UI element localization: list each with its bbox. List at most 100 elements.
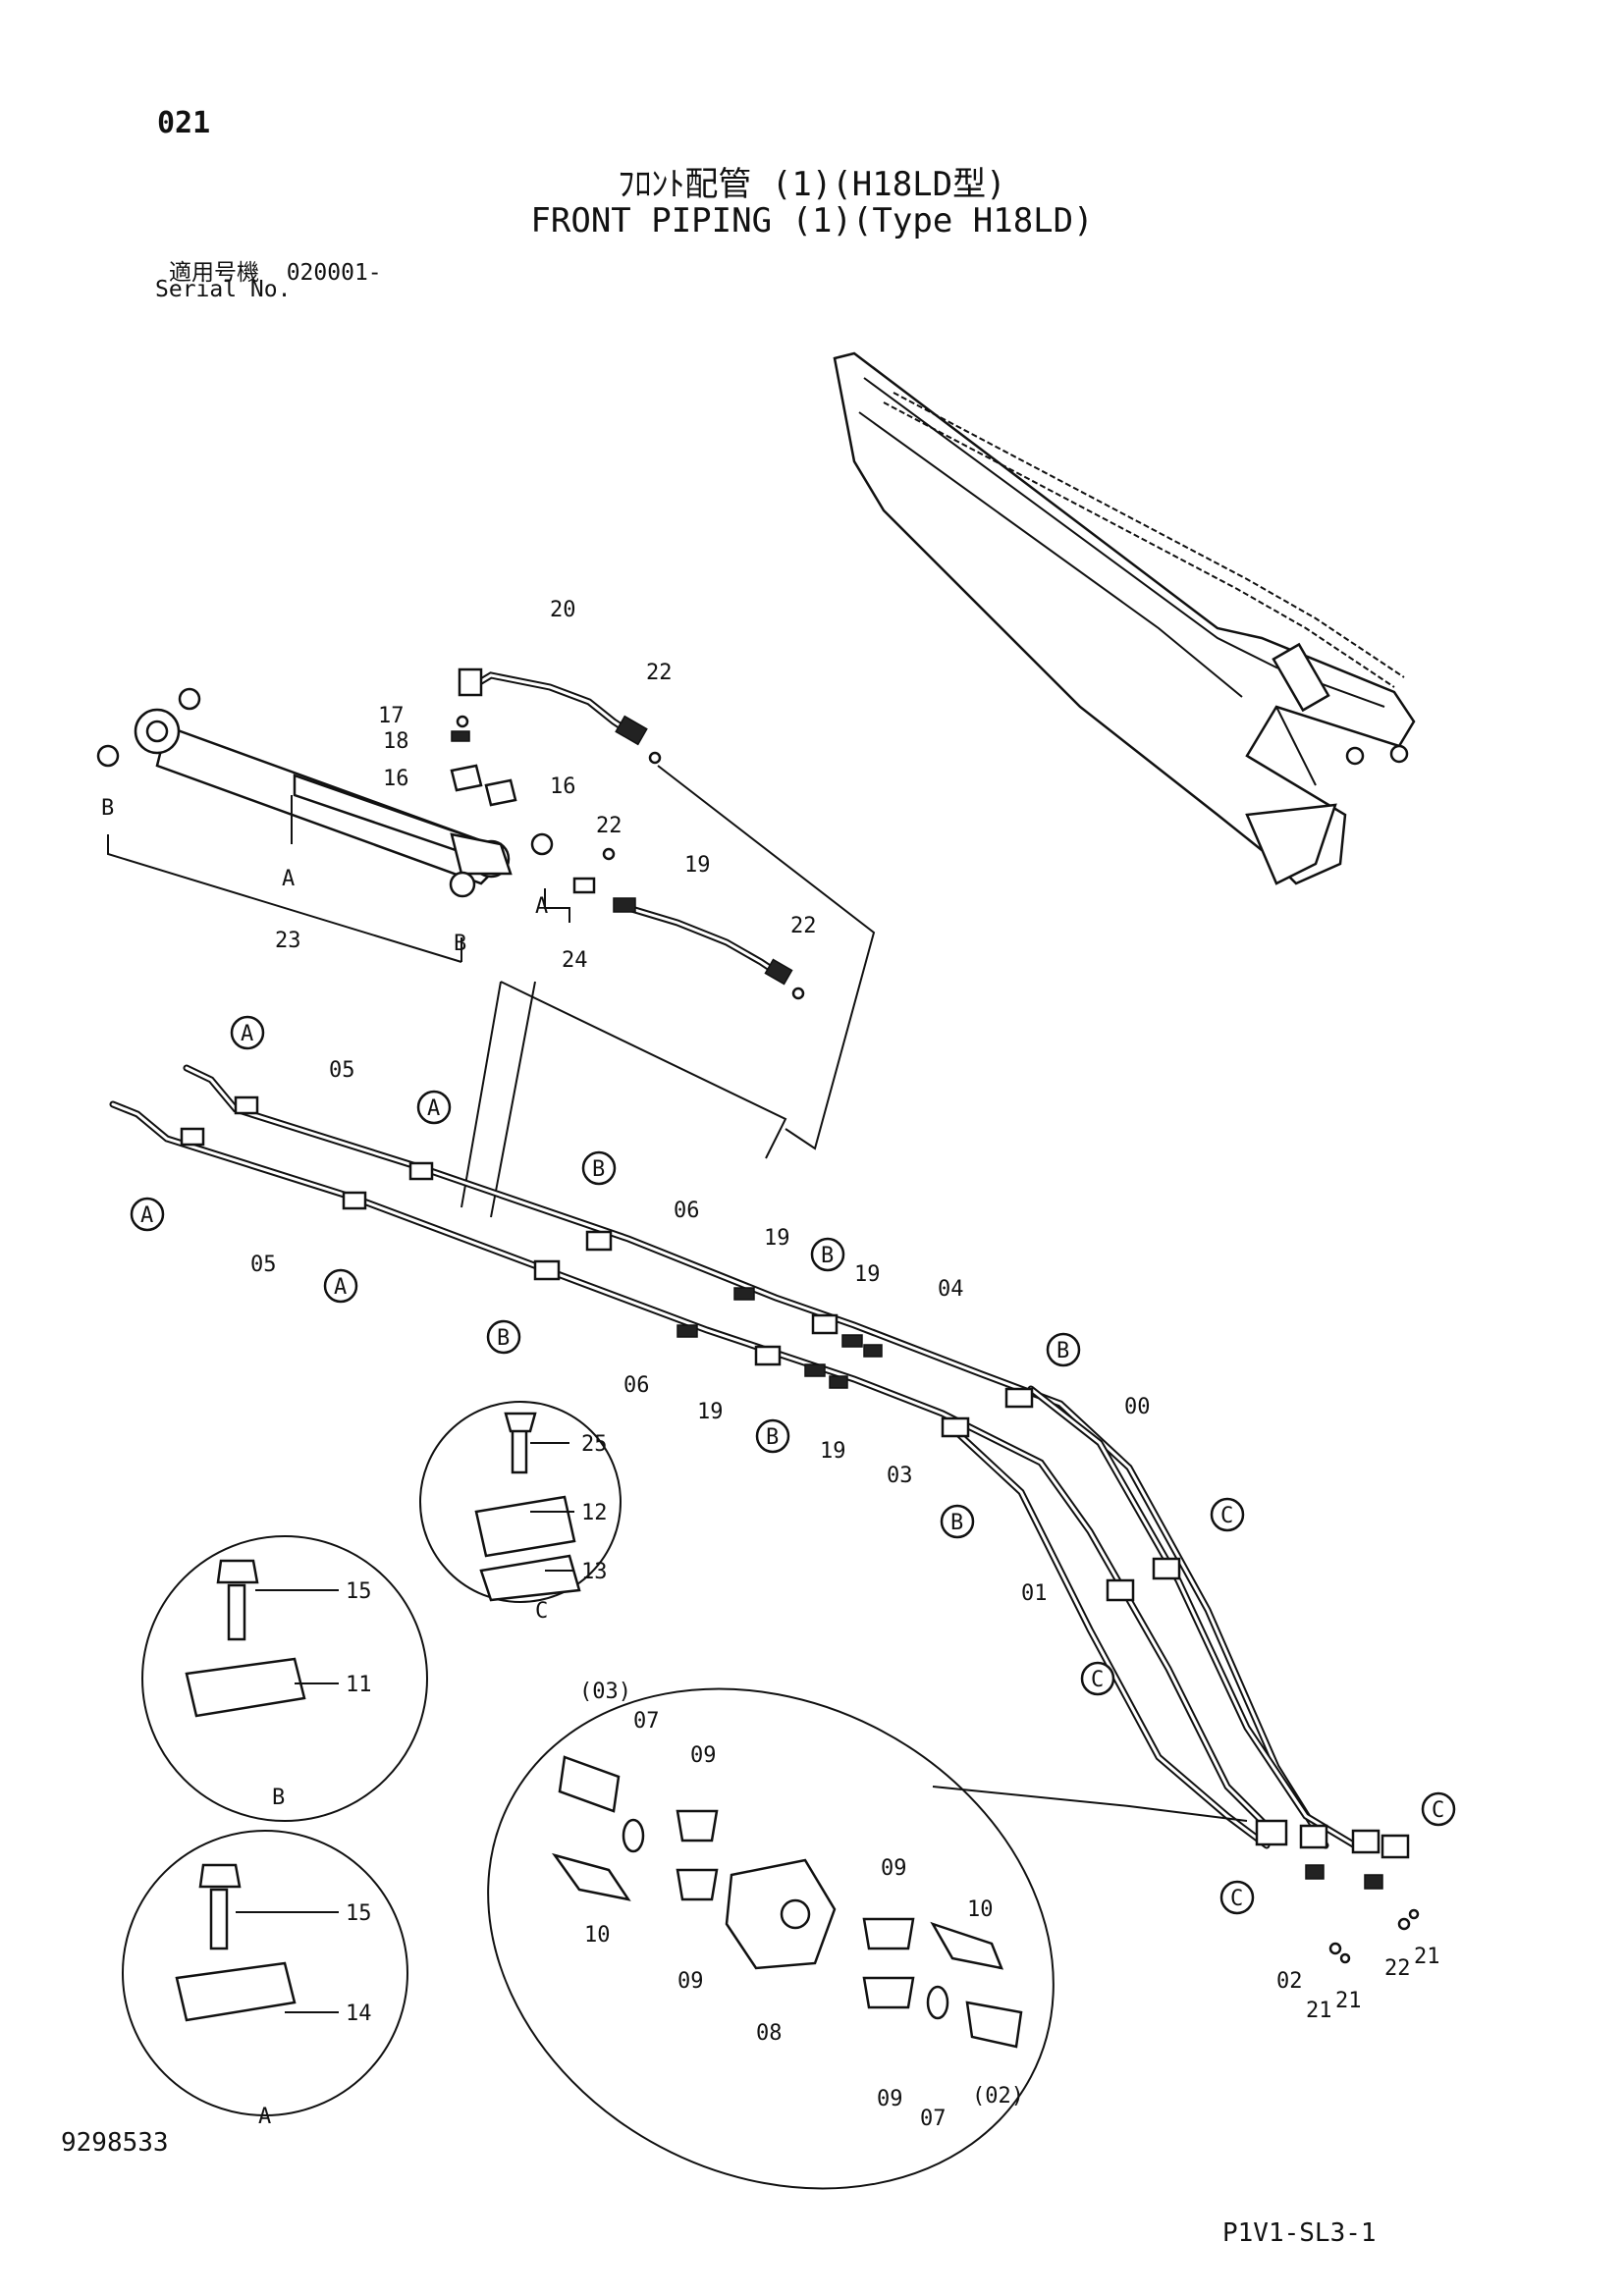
callout-01: 01: [1021, 1581, 1048, 1606]
serial-value: 020001-: [286, 260, 382, 286]
callout-25: 25: [581, 1432, 608, 1457]
label-a-detail: A: [258, 2105, 271, 2129]
marker-a-4: A: [323, 1268, 358, 1304]
callout-labels: 20 22 17 18 16 16 22 19 22 23 24 05 05 0…: [250, 598, 1440, 2131]
callout-02-paren: (02): [972, 2084, 1024, 2109]
callout-21-b: 21: [1335, 1989, 1362, 2013]
label-b-2: B: [454, 932, 466, 956]
detail-c: [419, 1401, 622, 1603]
marker-b-4: B: [755, 1418, 790, 1454]
callout-23: 23: [275, 929, 301, 953]
marker-b-2: B: [486, 1319, 521, 1355]
callout-09-b: 09: [677, 1969, 704, 1994]
callout-04: 04: [938, 1277, 964, 1302]
page-number: 021: [157, 106, 211, 140]
label-b-detail: B: [272, 1786, 285, 1810]
callout-22-b: 22: [596, 814, 623, 838]
callout-09-d: 09: [877, 2087, 903, 2111]
callout-16-b: 16: [550, 774, 576, 799]
callout-12: 12: [581, 1501, 608, 1525]
callout-22-c: 22: [790, 914, 817, 938]
callout-20: 20: [550, 598, 576, 622]
title-japanese: ﾌﾛﾝﾄ配管 (1)(H18LD型): [618, 165, 1006, 204]
svg-text:B: B: [821, 1244, 834, 1268]
svg-text:B: B: [497, 1326, 510, 1351]
callout-09-a: 09: [690, 1743, 717, 1768]
marker-c-4: C: [1219, 1880, 1255, 1915]
callout-19-d: 19: [697, 1400, 724, 1424]
callout-22-a: 22: [646, 661, 673, 685]
callout-19-c: 19: [854, 1262, 881, 1287]
callout-15-b: 15: [346, 1901, 372, 1926]
detail-b: [141, 1535, 428, 1822]
svg-text:A: A: [334, 1275, 347, 1300]
callout-15-a: 15: [346, 1579, 372, 1604]
marker-a-3: A: [130, 1197, 165, 1232]
svg-text:C: C: [1220, 1504, 1233, 1528]
svg-text:B: B: [950, 1511, 963, 1535]
marker-b-6: B: [940, 1504, 975, 1539]
hose-19-upper: [572, 847, 805, 1000]
callout-14: 14: [346, 2002, 372, 2026]
callout-17: 17: [378, 704, 405, 728]
callout-08: 08: [756, 2021, 783, 2046]
svg-text:B: B: [766, 1425, 779, 1450]
serial-label-en: Serial No.: [155, 277, 292, 302]
letter-labels: B A B A C B A: [101, 796, 548, 2129]
callout-05-a: 05: [329, 1058, 355, 1083]
svg-text:C: C: [1432, 1798, 1444, 1823]
callout-07-b: 07: [920, 2107, 947, 2131]
document-code: 9298533: [61, 2128, 169, 2158]
cylinder-callout-lines: [107, 795, 570, 963]
guide-lines: [460, 765, 876, 1218]
svg-text:B: B: [592, 1157, 605, 1182]
callout-06-b: 06: [623, 1373, 650, 1398]
marker-b-5: B: [1046, 1332, 1081, 1367]
svg-text:A: A: [241, 1022, 253, 1046]
callout-03: 03: [887, 1464, 913, 1488]
callout-18: 18: [383, 729, 409, 754]
callout-10-b: 10: [967, 1897, 994, 1922]
marker-a-1: A: [230, 1015, 265, 1050]
section-markers: A A A A B B B B B B C C C C: [130, 1015, 1456, 1915]
label-a-1: A: [282, 867, 295, 891]
callout-21-a: 21: [1306, 1999, 1332, 2023]
marker-a-2: A: [416, 1090, 452, 1125]
detail-a: [122, 1830, 408, 2116]
callout-03-paren: (03): [579, 1680, 631, 1704]
callout-05-b: 05: [250, 1253, 277, 1277]
svg-text:A: A: [427, 1096, 440, 1121]
detail-flange: [487, 1687, 1248, 2190]
boom-cylinder: [96, 687, 554, 898]
callout-22-d: 22: [1384, 1956, 1411, 1981]
callout-13: 13: [581, 1560, 608, 1584]
callout-07-a: 07: [633, 1709, 660, 1734]
callout-09-c: 09: [881, 1856, 907, 1881]
title-english: FRONT PIPING (1)(Type H18LD): [530, 201, 1094, 240]
marker-b-1: B: [581, 1150, 617, 1186]
svg-text:A: A: [140, 1203, 153, 1228]
serial-label: 適用号機 020001-: [169, 253, 382, 287]
callout-11: 11: [346, 1673, 372, 1697]
svg-text:B: B: [1056, 1339, 1069, 1363]
label-a-2: A: [535, 894, 548, 919]
marker-b-3: B: [810, 1237, 845, 1272]
callout-10-a: 10: [584, 1923, 611, 1948]
svg-text:C: C: [1230, 1887, 1243, 1911]
marker-c-3: C: [1421, 1791, 1456, 1827]
label-c-detail: C: [535, 1599, 548, 1624]
callout-21-c: 21: [1414, 1945, 1440, 1969]
marker-c-1: C: [1210, 1497, 1245, 1532]
svg-text:C: C: [1091, 1668, 1104, 1692]
serial-label-jp: 適用号機: [169, 260, 259, 286]
callout-19-b: 19: [764, 1226, 790, 1251]
callout-16-a: 16: [383, 767, 409, 791]
marker-c-2: C: [1080, 1661, 1115, 1696]
pipe-lines: [109, 1064, 1420, 1964]
callout-24: 24: [562, 948, 588, 973]
callout-19-e: 19: [820, 1439, 846, 1464]
page-code: P1V1-SL3-1: [1222, 2218, 1377, 2248]
callout-06-a: 06: [674, 1199, 700, 1223]
pipe-20: [450, 667, 662, 807]
